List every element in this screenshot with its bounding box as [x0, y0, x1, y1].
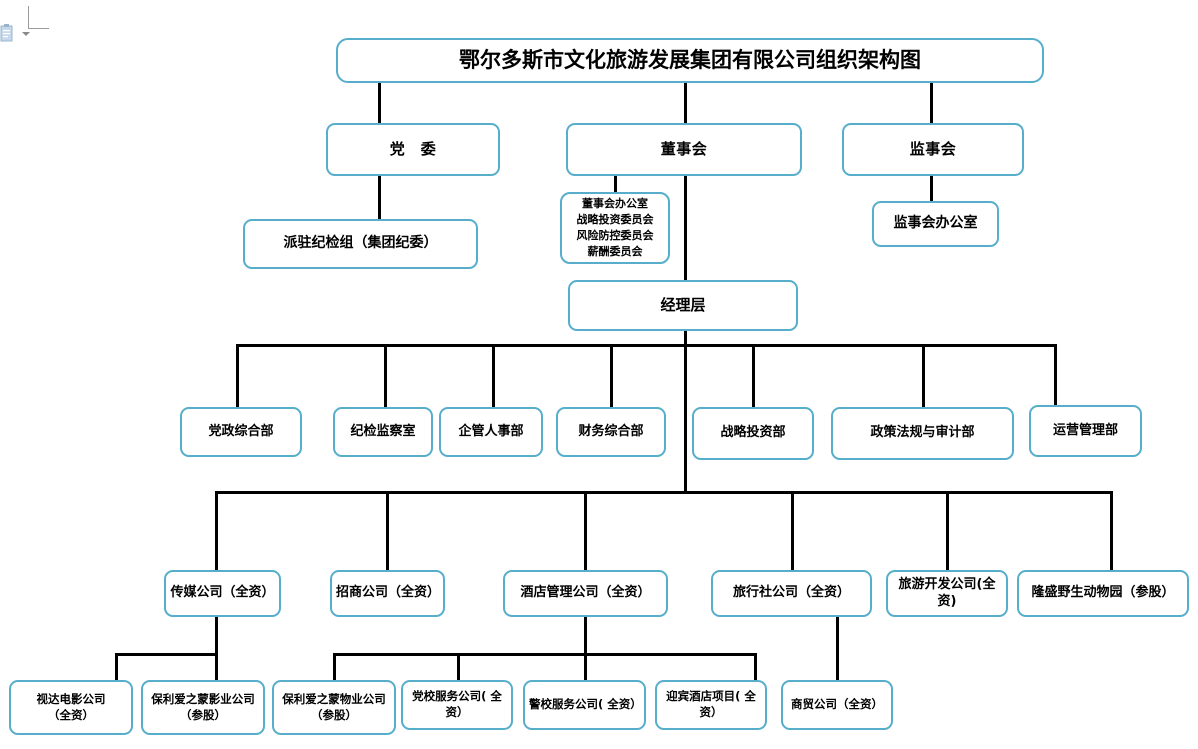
hotel-bus: [333, 653, 757, 656]
connector-dept-2: [384, 344, 387, 407]
node-party-committee[interactable]: 党 委: [326, 123, 500, 176]
connector-dept-7: [1054, 344, 1057, 407]
node-leaf-yingbin-hotel[interactable]: 迎宾酒店项目( 全资）: [655, 680, 767, 730]
connector-supervisors-office: [930, 174, 933, 201]
node-discipline-inspection-team[interactable]: 派驻纪检组（集团纪委）: [243, 219, 478, 269]
node-sub-longsheng-zoo[interactable]: 隆盛野生动物园（参股）: [1017, 570, 1189, 617]
node-board-committees[interactable]: 董事会办公室 战略投资委员会 风险防控委员会 薪酬委员会: [560, 192, 670, 264]
connector-hotel-leaf-4: [754, 653, 757, 680]
node-sub-media[interactable]: 传媒公司（全资）: [164, 570, 281, 617]
node-dept-discipline-inspection[interactable]: 纪检监察室: [333, 407, 433, 457]
connector-dept-5: [752, 344, 755, 407]
node-leaf-trading[interactable]: 商贸公司（全资）: [781, 680, 893, 730]
node-leaf-party-school-service[interactable]: 党校服务公司( 全资）: [401, 680, 513, 730]
connector-sub-1: [215, 491, 218, 570]
connector-media-leaf-1: [115, 653, 118, 680]
connector-board-management: [684, 176, 687, 280]
node-board-of-supervisors[interactable]: 监事会: [842, 123, 1024, 176]
connector-title-board: [684, 81, 687, 123]
node-leaf-police-school-service[interactable]: 警校服务公司( 全资）: [523, 680, 646, 730]
page-margin-corner: [28, 6, 49, 29]
connector-sub-6: [1110, 491, 1113, 570]
connector-travel-trading: [836, 617, 839, 680]
connector-hotel-trunk: [584, 617, 587, 680]
subsidiary-bus: [215, 491, 1112, 494]
connector-dept-1: [236, 344, 239, 407]
node-board-of-directors[interactable]: 董事会: [566, 123, 802, 176]
node-dept-policy-audit[interactable]: 政策法规与审计部: [831, 407, 1014, 460]
node-supervisor-office[interactable]: 监事会办公室: [872, 201, 999, 247]
paste-options-dropdown-icon[interactable]: [20, 30, 32, 38]
connector-management-trunk: [684, 331, 687, 491]
connector-dept-3: [492, 344, 495, 407]
paste-options-icon[interactable]: [0, 24, 16, 44]
department-bus: [236, 344, 1056, 347]
node-leaf-poly-aizhimeng-property[interactable]: 保利爱之蒙物业公司 （参股）: [272, 680, 396, 735]
node-dept-enterprise-hr[interactable]: 企管人事部: [439, 407, 543, 457]
node-sub-tourism-development[interactable]: 旅游开发公司(全资): [886, 570, 1008, 617]
connector-title-supervisors: [930, 81, 933, 123]
node-sub-investment-promotion[interactable]: 招商公司（全资）: [330, 570, 445, 617]
media-bus: [115, 653, 218, 656]
node-dept-operations[interactable]: 运营管理部: [1029, 405, 1142, 457]
connector-media-trunk: [215, 617, 218, 680]
connector-dept-6: [922, 344, 925, 407]
node-management-layer[interactable]: 经理层: [568, 280, 798, 331]
node-dept-finance[interactable]: 财务综合部: [556, 407, 666, 457]
chart-title: 鄂尔多斯市文化旅游发展集团有限公司组织架构图: [336, 38, 1044, 83]
node-leaf-poly-aizhimeng-film[interactable]: 保利爱之蒙影业公司 （参股）: [141, 680, 265, 735]
node-dept-strategy-investment[interactable]: 战略投资部: [692, 407, 814, 460]
connector-sub-4: [791, 491, 794, 570]
connector-title-party: [378, 81, 381, 123]
node-leaf-shida-film[interactable]: 视达电影公司 （全资）: [9, 680, 133, 735]
node-sub-travel-agency[interactable]: 旅行社公司（全资）: [711, 570, 872, 617]
connector-sub-3: [584, 491, 587, 570]
connector-party-discipline: [378, 174, 381, 219]
connector-hotel-leaf-2: [457, 653, 460, 680]
connector-hotel-leaf-1: [333, 653, 336, 680]
connector-dept-4: [610, 344, 613, 407]
node-sub-hotel-management[interactable]: 酒店管理公司（全资）: [503, 570, 668, 617]
connector-board-committees: [614, 176, 617, 192]
connector-sub-5: [946, 491, 949, 570]
connector-sub-2: [386, 491, 389, 570]
node-dept-party-admin[interactable]: 党政综合部: [180, 407, 302, 457]
